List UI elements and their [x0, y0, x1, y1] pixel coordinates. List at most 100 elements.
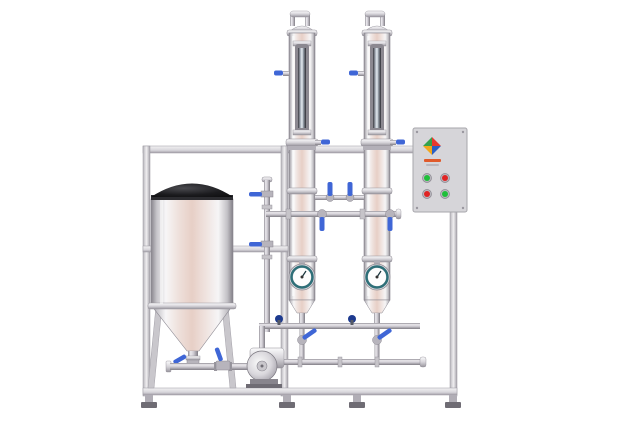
- brand-text-mark: [424, 159, 441, 162]
- knob-stem: [350, 320, 354, 325]
- indicator-light-red: [442, 175, 448, 181]
- ball-valve-knob: [275, 315, 283, 323]
- column-highlight: [367, 36, 370, 296]
- tank-leg: [221, 305, 237, 389]
- foot-stem: [353, 395, 361, 403]
- header-end-cap: [419, 356, 427, 368]
- manifold-clamp: [285, 208, 292, 220]
- gauge-hub: [375, 275, 379, 279]
- inter-column-jumper: [315, 182, 364, 202]
- logo-triangle-green: [423, 137, 432, 146]
- logo-triangle-yellow: [423, 146, 432, 155]
- sight-glass: [298, 48, 306, 128]
- tank-highlight: [160, 200, 163, 304]
- inline-valve-body: [215, 360, 231, 371]
- control-panel: [412, 127, 468, 213]
- header-clamp: [337, 356, 343, 368]
- control-panel-enclosure: [412, 127, 468, 213]
- clamp-ring: [286, 187, 318, 195]
- column-highlight: [292, 36, 295, 296]
- indicator-light-green: [442, 191, 448, 197]
- indicator-light-red: [424, 191, 430, 197]
- foot-pad: [141, 402, 157, 408]
- header-clamp: [374, 356, 380, 368]
- gauge-mount: [374, 260, 380, 266]
- side-port: [315, 140, 321, 145]
- foot-pad: [349, 402, 365, 408]
- membrane-column-2: [349, 10, 405, 325]
- clamp-ring-lower: [288, 146, 316, 150]
- clamp-ring: [360, 138, 394, 147]
- indicator-lights: [422, 173, 450, 199]
- pump-hub-bolt: [260, 364, 264, 368]
- butterfly-valve-handle: [249, 242, 262, 247]
- sample-port: [358, 71, 364, 76]
- header-pipe: [276, 359, 422, 365]
- membrane-column-1: [274, 10, 330, 325]
- pump-base: [250, 379, 278, 384]
- top-manifold: [266, 208, 402, 231]
- sight-glass-bottom-flange: [367, 129, 387, 136]
- bottom-manifold: [268, 315, 420, 361]
- drop-pipe: [299, 329, 305, 361]
- valve-clamp: [214, 362, 217, 371]
- indicator-light-green: [424, 175, 430, 181]
- vent-stub: [380, 14, 385, 26]
- brand-logo-icon: [423, 137, 441, 155]
- butterfly-valve-handle: [349, 70, 358, 76]
- vent-stub: [305, 14, 310, 26]
- tank-cone-bottom: [150, 304, 234, 352]
- butterfly-valve-handle: [396, 139, 405, 145]
- tank-body: [150, 198, 234, 306]
- butterfly-valve-handle: [302, 328, 317, 340]
- vent-stub: [290, 14, 295, 26]
- tank-outlet-stub: [188, 351, 198, 356]
- jumper-pipe: [315, 195, 364, 200]
- pump-base-pad: [246, 384, 282, 388]
- drain-header: [276, 356, 427, 368]
- butterfly-valve-handle: [327, 182, 333, 196]
- gauge-mount: [299, 260, 305, 266]
- panel-screw: [415, 206, 419, 210]
- feed-riser-pipe: [249, 176, 274, 332]
- frame-left-post: [142, 145, 151, 397]
- ball-valve-knob: [348, 315, 356, 323]
- pressure-gauge-2: [363, 260, 391, 291]
- manifold-end-cap: [395, 208, 402, 220]
- header-clamp: [297, 356, 303, 368]
- tank-lid-dome: [151, 183, 233, 197]
- vent-u-bend: [289, 10, 311, 18]
- foot-pad: [279, 402, 295, 408]
- drop-pipe: [374, 329, 380, 361]
- brand-subtext-mark: [426, 164, 439, 166]
- riser-clamp: [261, 204, 273, 210]
- sample-port: [283, 71, 289, 76]
- column-bottom-stub: [299, 313, 305, 325]
- butterfly-valve-handle: [214, 347, 223, 362]
- vent-stub: [365, 14, 370, 26]
- gauge-hub: [300, 275, 304, 279]
- foot-stem: [283, 395, 291, 403]
- valve-clamp: [229, 362, 232, 371]
- suction-pipe: [170, 363, 248, 370]
- tank-support-ring: [147, 302, 237, 310]
- gauge-ring: [365, 265, 389, 289]
- manifold-pipe: [266, 211, 398, 217]
- foot-pad: [445, 402, 461, 408]
- manifold-pipe: [268, 323, 420, 329]
- column-bottom-stub: [374, 313, 380, 325]
- vent-u-bend: [364, 10, 386, 18]
- suction-line: [165, 347, 248, 373]
- butterfly-valve-handle: [347, 182, 353, 196]
- riser-clamp: [261, 254, 273, 260]
- butterfly-valve-handle: [321, 139, 330, 145]
- riser-valve-body: [260, 190, 274, 198]
- sight-glass: [373, 48, 381, 128]
- foot-stem: [145, 395, 153, 403]
- gauge-ring: [290, 265, 314, 289]
- discharge-pipe: [259, 326, 265, 354]
- column-bottom-cone: [363, 299, 391, 314]
- logo-triangle-blue: [432, 146, 441, 155]
